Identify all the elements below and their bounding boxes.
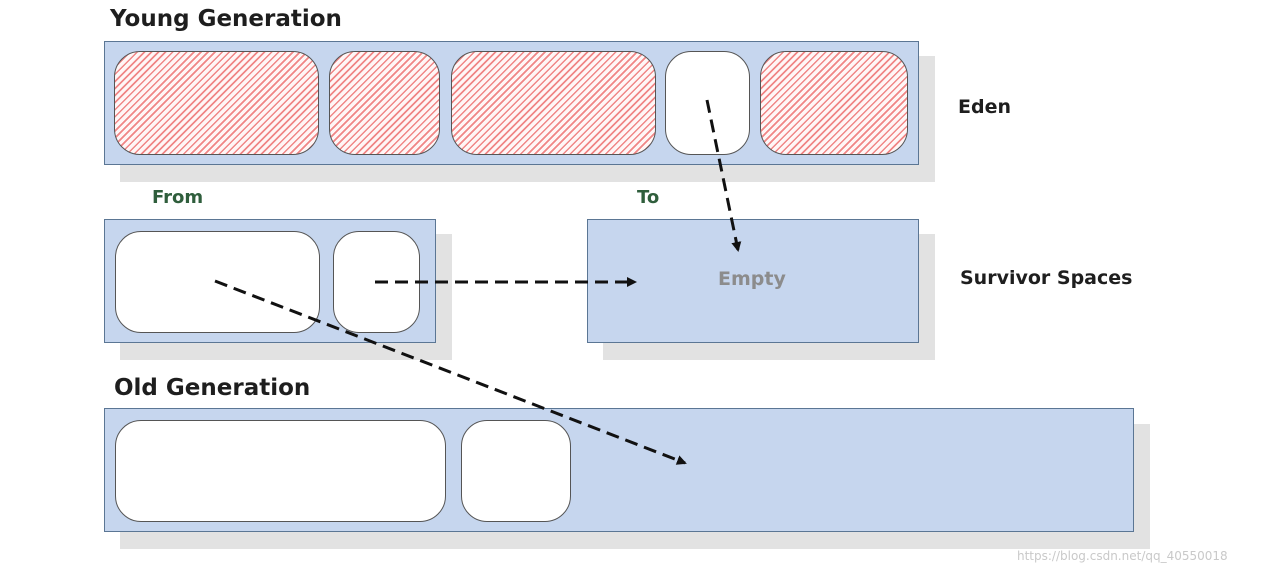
old-object-large xyxy=(115,420,446,522)
survivor-spaces-label: Survivor Spaces xyxy=(960,267,1133,289)
empty-label: Empty xyxy=(718,268,786,290)
arrow-eden-to-survivor xyxy=(705,99,742,252)
old-generation-space xyxy=(104,408,1134,532)
eden-object-dead-3 xyxy=(451,51,656,155)
eden-space xyxy=(104,41,919,165)
watermark: https://blog.csdn.net/qq_40550018 xyxy=(1017,549,1228,563)
from-label: From xyxy=(152,187,204,208)
young-generation-title: Young Generation xyxy=(110,6,342,32)
to-label: To xyxy=(637,187,660,208)
eden-label: Eden xyxy=(958,96,1011,118)
eden-object-dead-2 xyxy=(329,51,440,155)
eden-object-dead-1 xyxy=(114,51,319,155)
old-generation-title: Old Generation xyxy=(114,375,311,401)
arrow-survivor-to-old xyxy=(214,279,687,465)
eden-object-dead-4 xyxy=(760,51,908,155)
old-object-small xyxy=(461,420,571,522)
